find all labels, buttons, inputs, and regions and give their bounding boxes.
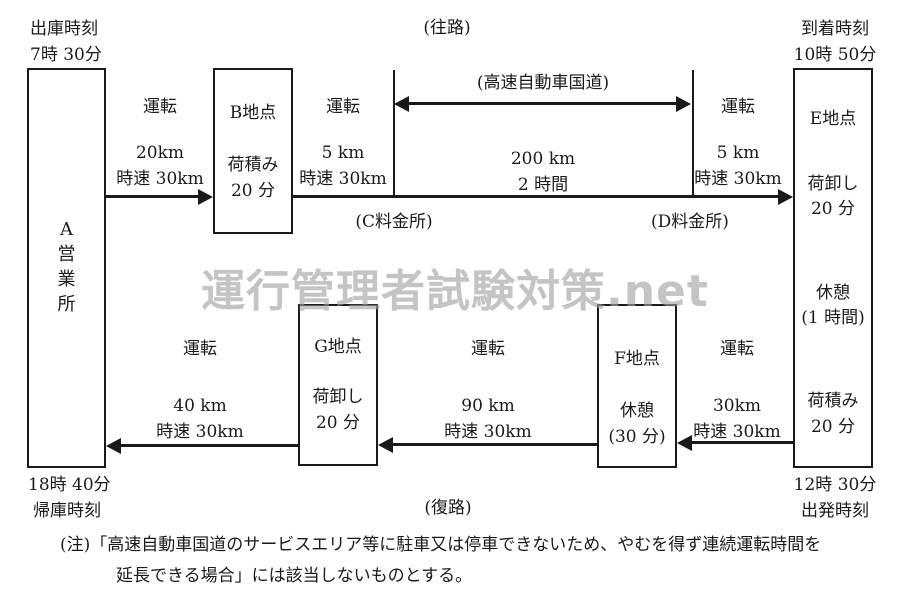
point-e-unload: 荷卸し (807, 174, 859, 194)
depot-box-a: A営業所 (27, 68, 106, 468)
toll-c-label: (C料金所) (355, 212, 433, 232)
arrive-time-value: 10時 50分 (793, 45, 877, 65)
arrow-e-to-f-line (690, 441, 793, 444)
home-time-block: 18時 40分 帰庫時刻 (28, 472, 111, 524)
arrow-b-to-e-head (778, 189, 793, 205)
arrive-time-block: 到着時刻 10時 50分 (788, 16, 882, 68)
point-box-e: E地点 荷卸し 20 分 休憩 (1 時間) 荷積み 20 分 (793, 68, 873, 468)
leg-ret-g-a-label: 運転 (183, 339, 217, 359)
highway-span-left-head (394, 96, 409, 112)
point-f-name: F地点 (614, 349, 660, 369)
toll-d-label: (D料金所) (651, 212, 729, 232)
arrow-f-to-g-head (378, 437, 393, 453)
arrow-a-to-b-head (198, 189, 213, 205)
toll-c-tick (393, 70, 395, 198)
point-g-duration: 20 分 (315, 413, 361, 433)
leg-out-a-b: 運転 20km 時速 30km (90, 96, 230, 196)
point-box-b: B地点 荷積み 20 分 (213, 68, 293, 234)
leg-out-d-e-label: 運転 (721, 97, 755, 117)
leg-ret-f-g: 運転 90 km 時速 30km (418, 338, 558, 442)
return-route-title: (復路) (424, 498, 472, 518)
point-box-f: F地点 休憩 (30 分) (597, 304, 677, 468)
highway-span-right-head (676, 96, 691, 112)
highway-duration: 2 時間 (517, 175, 569, 195)
point-e-name: E地点 (809, 109, 857, 129)
leg-ret-e-f-speed: 時速 30km (693, 422, 781, 442)
leg-out-b-c: 運転 5 km 時速 30km (273, 96, 413, 196)
highway-distance: 200 km (510, 149, 576, 169)
depot-a-name: A営業所 (57, 219, 76, 315)
point-e-load: 荷積み (807, 391, 859, 411)
leg-ret-g-a-distance: 40 km (173, 396, 227, 416)
point-g-name: G地点 (314, 337, 362, 357)
leg-ret-e-f: 運転 30km 時速 30km (667, 338, 807, 442)
leg-out-b-c-label: 運転 (326, 97, 360, 117)
point-b-duration: 20 分 (230, 181, 276, 201)
leg-out-a-b-distance: 20km (135, 143, 185, 163)
point-e-unload-duration: 20 分 (810, 199, 856, 219)
point-f-task: 休憩 (620, 401, 654, 421)
point-f-duration: (30 分) (608, 427, 666, 447)
home-time-value: 18時 40分 (28, 475, 111, 495)
departure-time-label: 出発時刻 (801, 501, 869, 521)
leg-out-b-c-speed: 時速 30km (299, 169, 387, 189)
footnote-line-2: 延長できる場合」には該当しないものとする。 (116, 566, 473, 586)
leg-out-d-e: 運転 5 km 時速 30km (668, 96, 808, 196)
leg-out-d-e-distance: 5 km (716, 143, 760, 163)
depart-time-block: 出庫時刻 7時 30分 (30, 16, 102, 68)
arrow-g-to-a-head (106, 438, 121, 454)
point-b-name: B地点 (229, 103, 277, 123)
departure-time-value: 12時 30分 (793, 475, 877, 495)
leg-ret-e-f-label: 運転 (720, 339, 754, 359)
point-e-load-duration: 20 分 (810, 417, 856, 437)
leg-ret-f-g-speed: 時速 30km (444, 422, 532, 442)
point-g-task: 荷卸し (312, 387, 364, 407)
depart-time-value: 7時 30分 (30, 45, 102, 65)
point-e-rest: 休憩 (816, 283, 850, 303)
arrive-time-label: 到着時刻 (801, 19, 869, 39)
arrow-b-to-e-line (293, 195, 780, 198)
leg-ret-f-g-distance: 90 km (461, 396, 515, 416)
leg-ret-f-g-label: 運転 (471, 339, 505, 359)
highway-span-line (407, 102, 679, 105)
point-b-task: 荷積み (227, 155, 279, 175)
leg-ret-g-a-speed: 時速 30km (156, 422, 244, 442)
depart-time-label: 出庫時刻 (30, 19, 98, 39)
leg-out-a-b-label: 運転 (143, 97, 177, 117)
arrow-e-to-f-head (677, 435, 692, 451)
outbound-route-title: (往路) (423, 18, 471, 38)
point-box-g: G地点 荷卸し 20 分 (298, 304, 378, 466)
toll-d-tick (692, 70, 694, 198)
departure-time-block: 12時 30分 出発時刻 (788, 472, 882, 524)
highway-data: 200 km 2 時間 (443, 146, 643, 198)
point-e-rest-duration: (1 時間) (801, 308, 865, 328)
leg-ret-e-f-distance: 30km (712, 396, 762, 416)
leg-ret-g-a: 運転 40 km 時速 30km (130, 338, 270, 442)
arrow-f-to-g-line (391, 443, 597, 446)
arrow-a-to-b-line (106, 195, 201, 198)
leg-out-d-e-speed: 時速 30km (694, 169, 782, 189)
footnote-line-1: (注)「高速自動車国道のサービスエリア等に駐車又は停車できないため、やむを得ず連… (60, 535, 822, 555)
leg-out-a-b-speed: 時速 30km (116, 169, 204, 189)
highway-label: (高速自動車国道) (476, 73, 610, 93)
arrow-g-to-a-line (119, 444, 298, 447)
home-time-label: 帰庫時刻 (33, 501, 101, 521)
leg-out-b-c-distance: 5 km (321, 143, 365, 163)
